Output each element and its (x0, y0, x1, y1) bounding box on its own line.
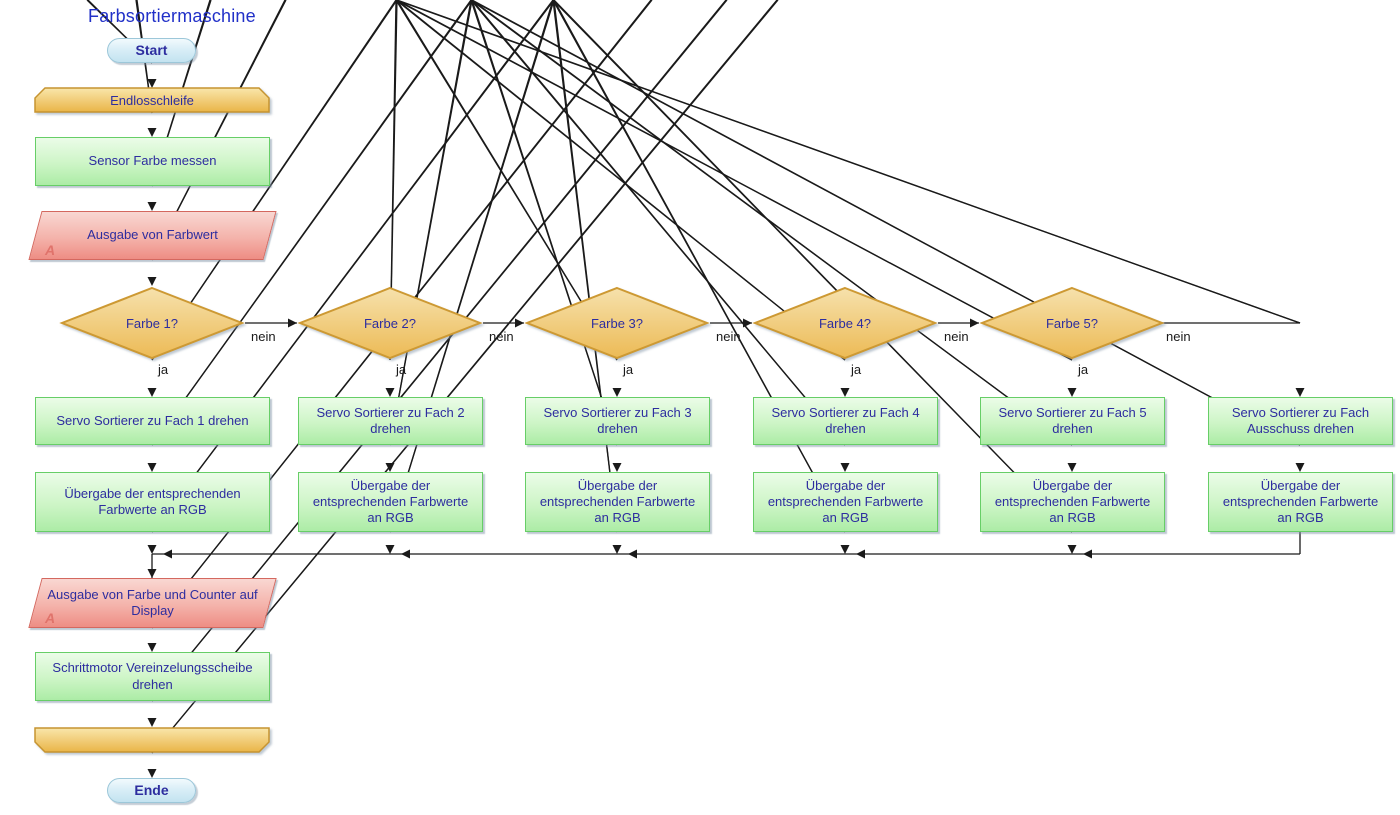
process-servo-5-label: Servo Sortierer zu Fach 5 drehen (998, 404, 1147, 436)
loop-end-label (34, 727, 270, 753)
process-rgb-5-label: Übergabe der entsprechenden Farbwerte an… (994, 477, 1151, 526)
process-rgb-5[interactable]: Übergabe der entsprechenden Farbwerte an… (980, 472, 1165, 532)
process-stepper[interactable]: Schrittmotor Vereinzelungsscheibe drehen (35, 652, 270, 701)
loop-end-shape[interactable] (34, 727, 270, 753)
diagram-title: Farbsortiermaschine (88, 6, 256, 26)
process-rgb-6[interactable]: Übergabe der entsprechenden Farbwerte an… (1208, 472, 1393, 532)
process-servo-3[interactable]: Servo Sortierer zu Fach 3 drehen (525, 397, 710, 445)
branch-ja-label: ja (396, 362, 407, 377)
process-servo-1-label: Servo Sortierer zu Fach 1 drehen (56, 412, 249, 428)
io-output-colorvalue-label: Ausgabe von Farbwert (87, 227, 218, 243)
process-stepper-label: Schrittmotor Vereinzelungsscheibe drehen (52, 660, 253, 692)
process-sensor[interactable]: Sensor Farbe messen (35, 137, 270, 186)
process-servo-ausschuss[interactable]: Servo Sortierer zu Fach Ausschuss drehen (1208, 397, 1393, 445)
start-terminator[interactable]: Start (107, 38, 196, 63)
process-rgb-4[interactable]: Übergabe der entsprechenden Farbwerte an… (753, 472, 938, 532)
process-sensor-label: Sensor Farbe messen (88, 153, 217, 169)
decision-farbe-1-label: Farbe 1? (125, 315, 179, 331)
process-rgb-2-label: Übergabe der entsprechenden Farbwerte an… (312, 477, 469, 526)
decision-farbe-3-label: Farbe 3? (590, 315, 644, 331)
process-servo-3-label: Servo Sortierer zu Fach 3 drehen (543, 404, 692, 436)
decision-farbe-4-label: Farbe 4? (818, 315, 872, 331)
branch-ja-label: ja (623, 362, 634, 377)
branch-nein-label: nein (944, 329, 969, 344)
process-servo-5[interactable]: Servo Sortierer zu Fach 5 drehen (980, 397, 1165, 445)
branch-nein-label: nein (251, 329, 276, 344)
start-label: Start (135, 41, 168, 58)
decision-farbe-4[interactable]: Farbe 4? (752, 286, 938, 360)
end-label: Ende (134, 781, 169, 798)
decision-farbe-3[interactable]: Farbe 3? (524, 286, 710, 360)
branch-ja-label: ja (1078, 362, 1089, 377)
process-rgb-6-label: Übergabe der entsprechenden Farbwerte an… (1222, 477, 1379, 526)
process-rgb-3[interactable]: Übergabe der entsprechenden Farbwerte an… (525, 472, 710, 532)
branch-ja-label: ja (851, 362, 862, 377)
decision-farbe-2[interactable]: Farbe 2? (297, 286, 483, 360)
process-servo-4[interactable]: Servo Sortierer zu Fach 4 drehen (753, 397, 938, 445)
process-servo-4-label: Servo Sortierer zu Fach 4 drehen (771, 404, 920, 436)
decision-farbe-2-label: Farbe 2? (363, 315, 417, 331)
io-marker-a: A (45, 242, 56, 258)
process-servo-2-label: Servo Sortierer zu Fach 2 drehen (316, 404, 465, 436)
loop-start-label: Endlosschleife (110, 92, 194, 108)
process-rgb-4-label: Übergabe der entsprechenden Farbwerte an… (767, 477, 924, 526)
end-terminator[interactable]: Ende (107, 778, 196, 803)
process-servo-2[interactable]: Servo Sortierer zu Fach 2 drehen (298, 397, 483, 445)
io-marker-a: A (45, 610, 56, 626)
process-rgb-1-label: Übergabe der entsprechenden Farbwerte an… (64, 485, 241, 517)
process-rgb-1[interactable]: Übergabe der entsprechenden Farbwerte an… (35, 472, 270, 532)
io-output-display[interactable]: Ausgabe von Farbe und Counter auf Displa… (28, 578, 277, 628)
process-servo-ausschuss-label: Servo Sortierer zu Fach Ausschuss drehen (1231, 404, 1370, 436)
process-rgb-2[interactable]: Übergabe der entsprechenden Farbwerte an… (298, 472, 483, 532)
decision-farbe-1[interactable]: Farbe 1? (59, 286, 245, 360)
branch-nein-label: nein (716, 329, 741, 344)
process-servo-1[interactable]: Servo Sortierer zu Fach 1 drehen (35, 397, 270, 445)
decision-farbe-5-label: Farbe 5? (1045, 315, 1099, 331)
loop-start-shape[interactable]: Endlosschleife (34, 87, 270, 113)
decision-farbe-5[interactable]: Farbe 5? (979, 286, 1165, 360)
branch-ja-label: ja (158, 362, 169, 377)
branch-nein-label: nein (489, 329, 514, 344)
io-output-colorvalue[interactable]: Ausgabe von Farbwert A (28, 211, 277, 260)
io-output-display-label: Ausgabe von Farbe und Counter auf Displa… (47, 586, 258, 618)
process-rgb-3-label: Übergabe der entsprechenden Farbwerte an… (539, 477, 696, 526)
branch-nein-label: nein (1166, 329, 1191, 344)
